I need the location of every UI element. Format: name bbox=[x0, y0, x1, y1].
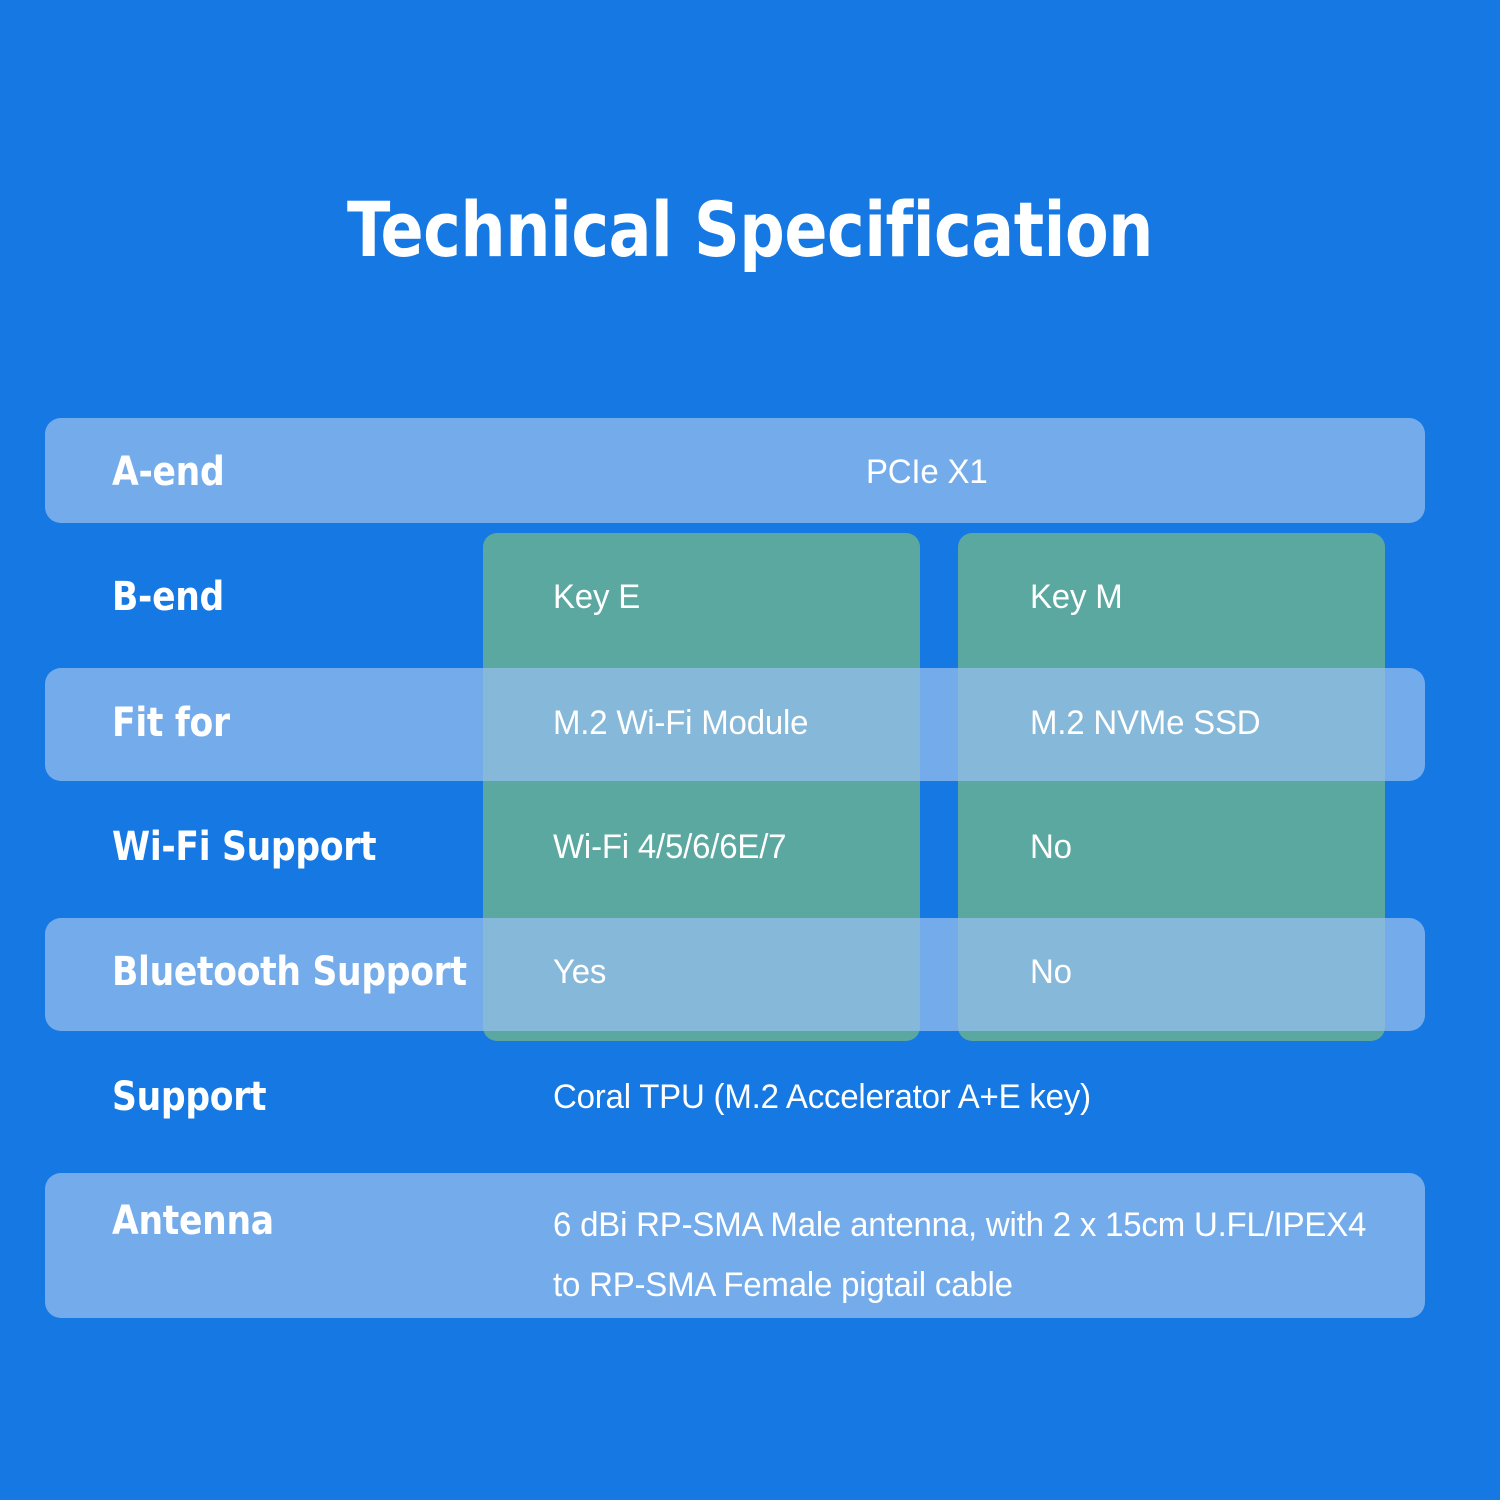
table-row: Fit for M.2 Wi-Fi Module M.2 NVMe SSD bbox=[0, 699, 1500, 747]
table-row: Support Coral TPU (M.2 Accelerator A+E k… bbox=[0, 1073, 1500, 1121]
row-value-bluetooth-support-key-m: No bbox=[1030, 952, 1072, 991]
table-row: B-end Key E Key M bbox=[0, 573, 1500, 621]
row-label-b-end: B-end bbox=[112, 574, 225, 620]
row-band-bluetooth-support bbox=[45, 918, 1425, 1031]
row-label-fit-for: Fit for bbox=[112, 700, 230, 746]
row-value-bluetooth-support-key-e: Yes bbox=[553, 952, 607, 991]
table-row: Antenna 6 dBi RP-SMA Male antenna, with … bbox=[0, 1198, 1500, 1304]
table-row: Wi-Fi Support Wi-Fi 4/5/6/6E/7 No bbox=[0, 823, 1500, 871]
row-value-wifi-support-key-e: Wi-Fi 4/5/6/6E/7 bbox=[553, 827, 787, 866]
row-label-bluetooth-support: Bluetooth Support bbox=[112, 949, 467, 995]
row-value-a-end: PCIe X1 bbox=[866, 452, 988, 491]
row-label-antenna: Antenna bbox=[112, 1198, 274, 1244]
row-label-a-end: A-end bbox=[112, 449, 225, 495]
row-band-fit-for bbox=[45, 668, 1425, 781]
page-title: Technical Specification bbox=[346, 185, 1154, 274]
table-row: A-end PCIe X1 bbox=[0, 448, 1500, 496]
table-row: Bluetooth Support Yes No bbox=[0, 948, 1500, 996]
row-label-wifi-support: Wi-Fi Support bbox=[112, 824, 377, 870]
row-value-antenna: 6 dBi RP-SMA Male antenna, with 2 x 15cm… bbox=[553, 1206, 1367, 1304]
row-band-a-end bbox=[45, 418, 1425, 523]
row-value-b-end-key-m: Key M bbox=[1030, 577, 1123, 616]
row-value-fit-for-key-e: M.2 Wi-Fi Module bbox=[553, 703, 809, 742]
row-band-antenna bbox=[45, 1173, 1425, 1318]
row-value-b-end-key-e: Key E bbox=[553, 577, 641, 616]
row-value-fit-for-key-m: M.2 NVMe SSD bbox=[1030, 703, 1261, 742]
row-value-support: Coral TPU (M.2 Accelerator A+E key) bbox=[553, 1077, 1091, 1116]
row-label-support: Support bbox=[112, 1074, 267, 1120]
row-value-wifi-support-key-m: No bbox=[1030, 827, 1072, 866]
